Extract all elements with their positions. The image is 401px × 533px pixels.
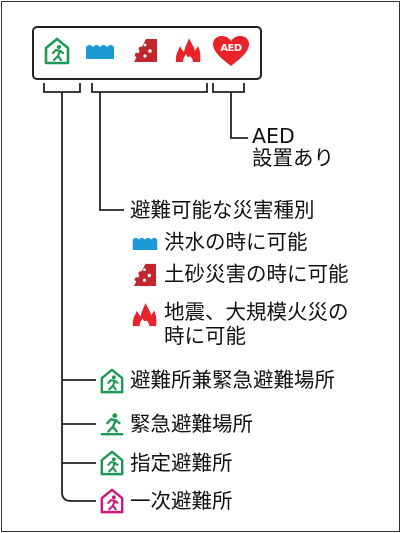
house-running-person-icon xyxy=(44,37,70,65)
disaster-header: 避難可能な災害種別 xyxy=(130,198,315,222)
flame-icon xyxy=(175,38,201,62)
earthquake-label-line1: 地震、大規模火災の xyxy=(164,300,349,324)
facility-branch-4 xyxy=(61,491,96,502)
aed-label-line1: AED xyxy=(252,124,295,148)
earthquake-label-line2: 時に可能 xyxy=(164,324,246,348)
landslide-label: 土砂災害の時に可能 xyxy=(164,262,349,286)
facility-label-3: 指定避難所 xyxy=(130,451,233,475)
facility-label-4: 一次避難所 xyxy=(130,489,233,513)
house-running-person-icon xyxy=(100,450,124,476)
aed-badge-text: AED xyxy=(220,43,242,54)
flame-icon xyxy=(132,302,157,327)
disaster-leader xyxy=(99,92,124,211)
aed-label-line2: 設置あり xyxy=(252,146,334,170)
flood-label: 洪水の時に可能 xyxy=(164,230,308,254)
bracket-aed xyxy=(212,83,245,93)
landslide-icon xyxy=(134,39,157,62)
aed-leader xyxy=(230,92,248,139)
running-person-icon xyxy=(100,413,124,436)
heart-icon xyxy=(213,36,249,66)
facility-label-1: 避難所兼緊急避難場所 xyxy=(130,368,335,392)
bracket-disasters xyxy=(91,83,208,93)
bracket-house xyxy=(43,83,81,93)
waves-icon xyxy=(86,45,114,59)
landslide-icon xyxy=(133,263,157,287)
house-running-person-icon xyxy=(100,368,124,394)
waves-icon xyxy=(132,237,158,250)
icon-legend-box: AED xyxy=(32,26,262,80)
facility-label-2: 緊急避難場所 xyxy=(130,412,253,436)
house-running-person-icon xyxy=(100,488,124,514)
